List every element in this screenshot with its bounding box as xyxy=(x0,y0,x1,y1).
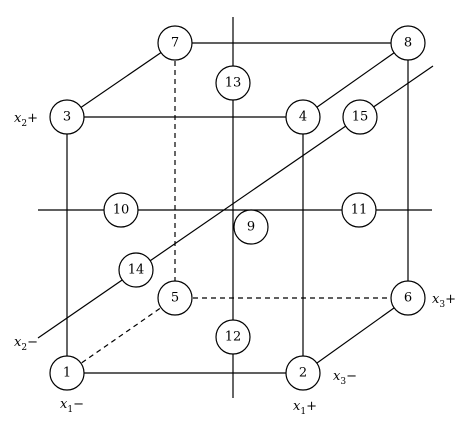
node-label: 15 xyxy=(352,110,369,125)
node-label: 4 xyxy=(299,110,307,125)
node-label: 1 xyxy=(63,366,71,381)
node-1: 1 xyxy=(49,355,85,391)
node-10: 10 xyxy=(103,192,139,228)
nodes: 1 2 3 4 5 6 7 xyxy=(49,25,426,391)
node-11: 11 xyxy=(341,192,377,228)
node-label: 11 xyxy=(351,203,368,218)
label-x3-minus: x3− xyxy=(333,369,357,387)
node-label: 12 xyxy=(225,330,242,345)
node-9: 9 xyxy=(233,209,269,245)
node-5: 5 xyxy=(157,280,193,316)
node-15: 15 xyxy=(342,99,378,135)
edge-3-7 xyxy=(66,42,176,118)
edge-2-6 xyxy=(302,297,409,374)
node-label: 3 xyxy=(63,110,71,125)
node-4: 4 xyxy=(285,99,321,135)
node-12: 12 xyxy=(215,319,251,355)
node-label: 6 xyxy=(404,291,412,306)
node-label: 2 xyxy=(299,366,307,381)
node-label: 13 xyxy=(225,76,242,91)
label-x2-minus: x2− xyxy=(14,335,38,353)
node-label: 10 xyxy=(113,203,130,218)
node-2: 2 xyxy=(285,355,321,391)
node-label: 5 xyxy=(171,291,179,306)
edge-1-5 xyxy=(66,297,176,374)
label-x2-plus: x2+ xyxy=(14,111,38,129)
node-3: 3 xyxy=(49,99,85,135)
node-6: 6 xyxy=(390,280,426,316)
node-label: 14 xyxy=(128,263,145,278)
node-label: 8 xyxy=(404,36,412,51)
axis-labels: x2+ x2− x1− x1+ x3+ x3− xyxy=(14,111,456,417)
label-x3-plus: x3+ xyxy=(432,292,456,310)
node-13: 13 xyxy=(215,65,251,101)
node-label: 9 xyxy=(247,220,255,235)
node-label: 7 xyxy=(171,36,179,51)
node-7: 7 xyxy=(157,25,193,61)
edge-4-8 xyxy=(302,42,409,118)
node-8: 8 xyxy=(390,25,426,61)
label-x1-plus: x1+ xyxy=(293,399,317,417)
label-x1-minus: x1− xyxy=(60,397,84,415)
node-14: 14 xyxy=(118,252,154,288)
